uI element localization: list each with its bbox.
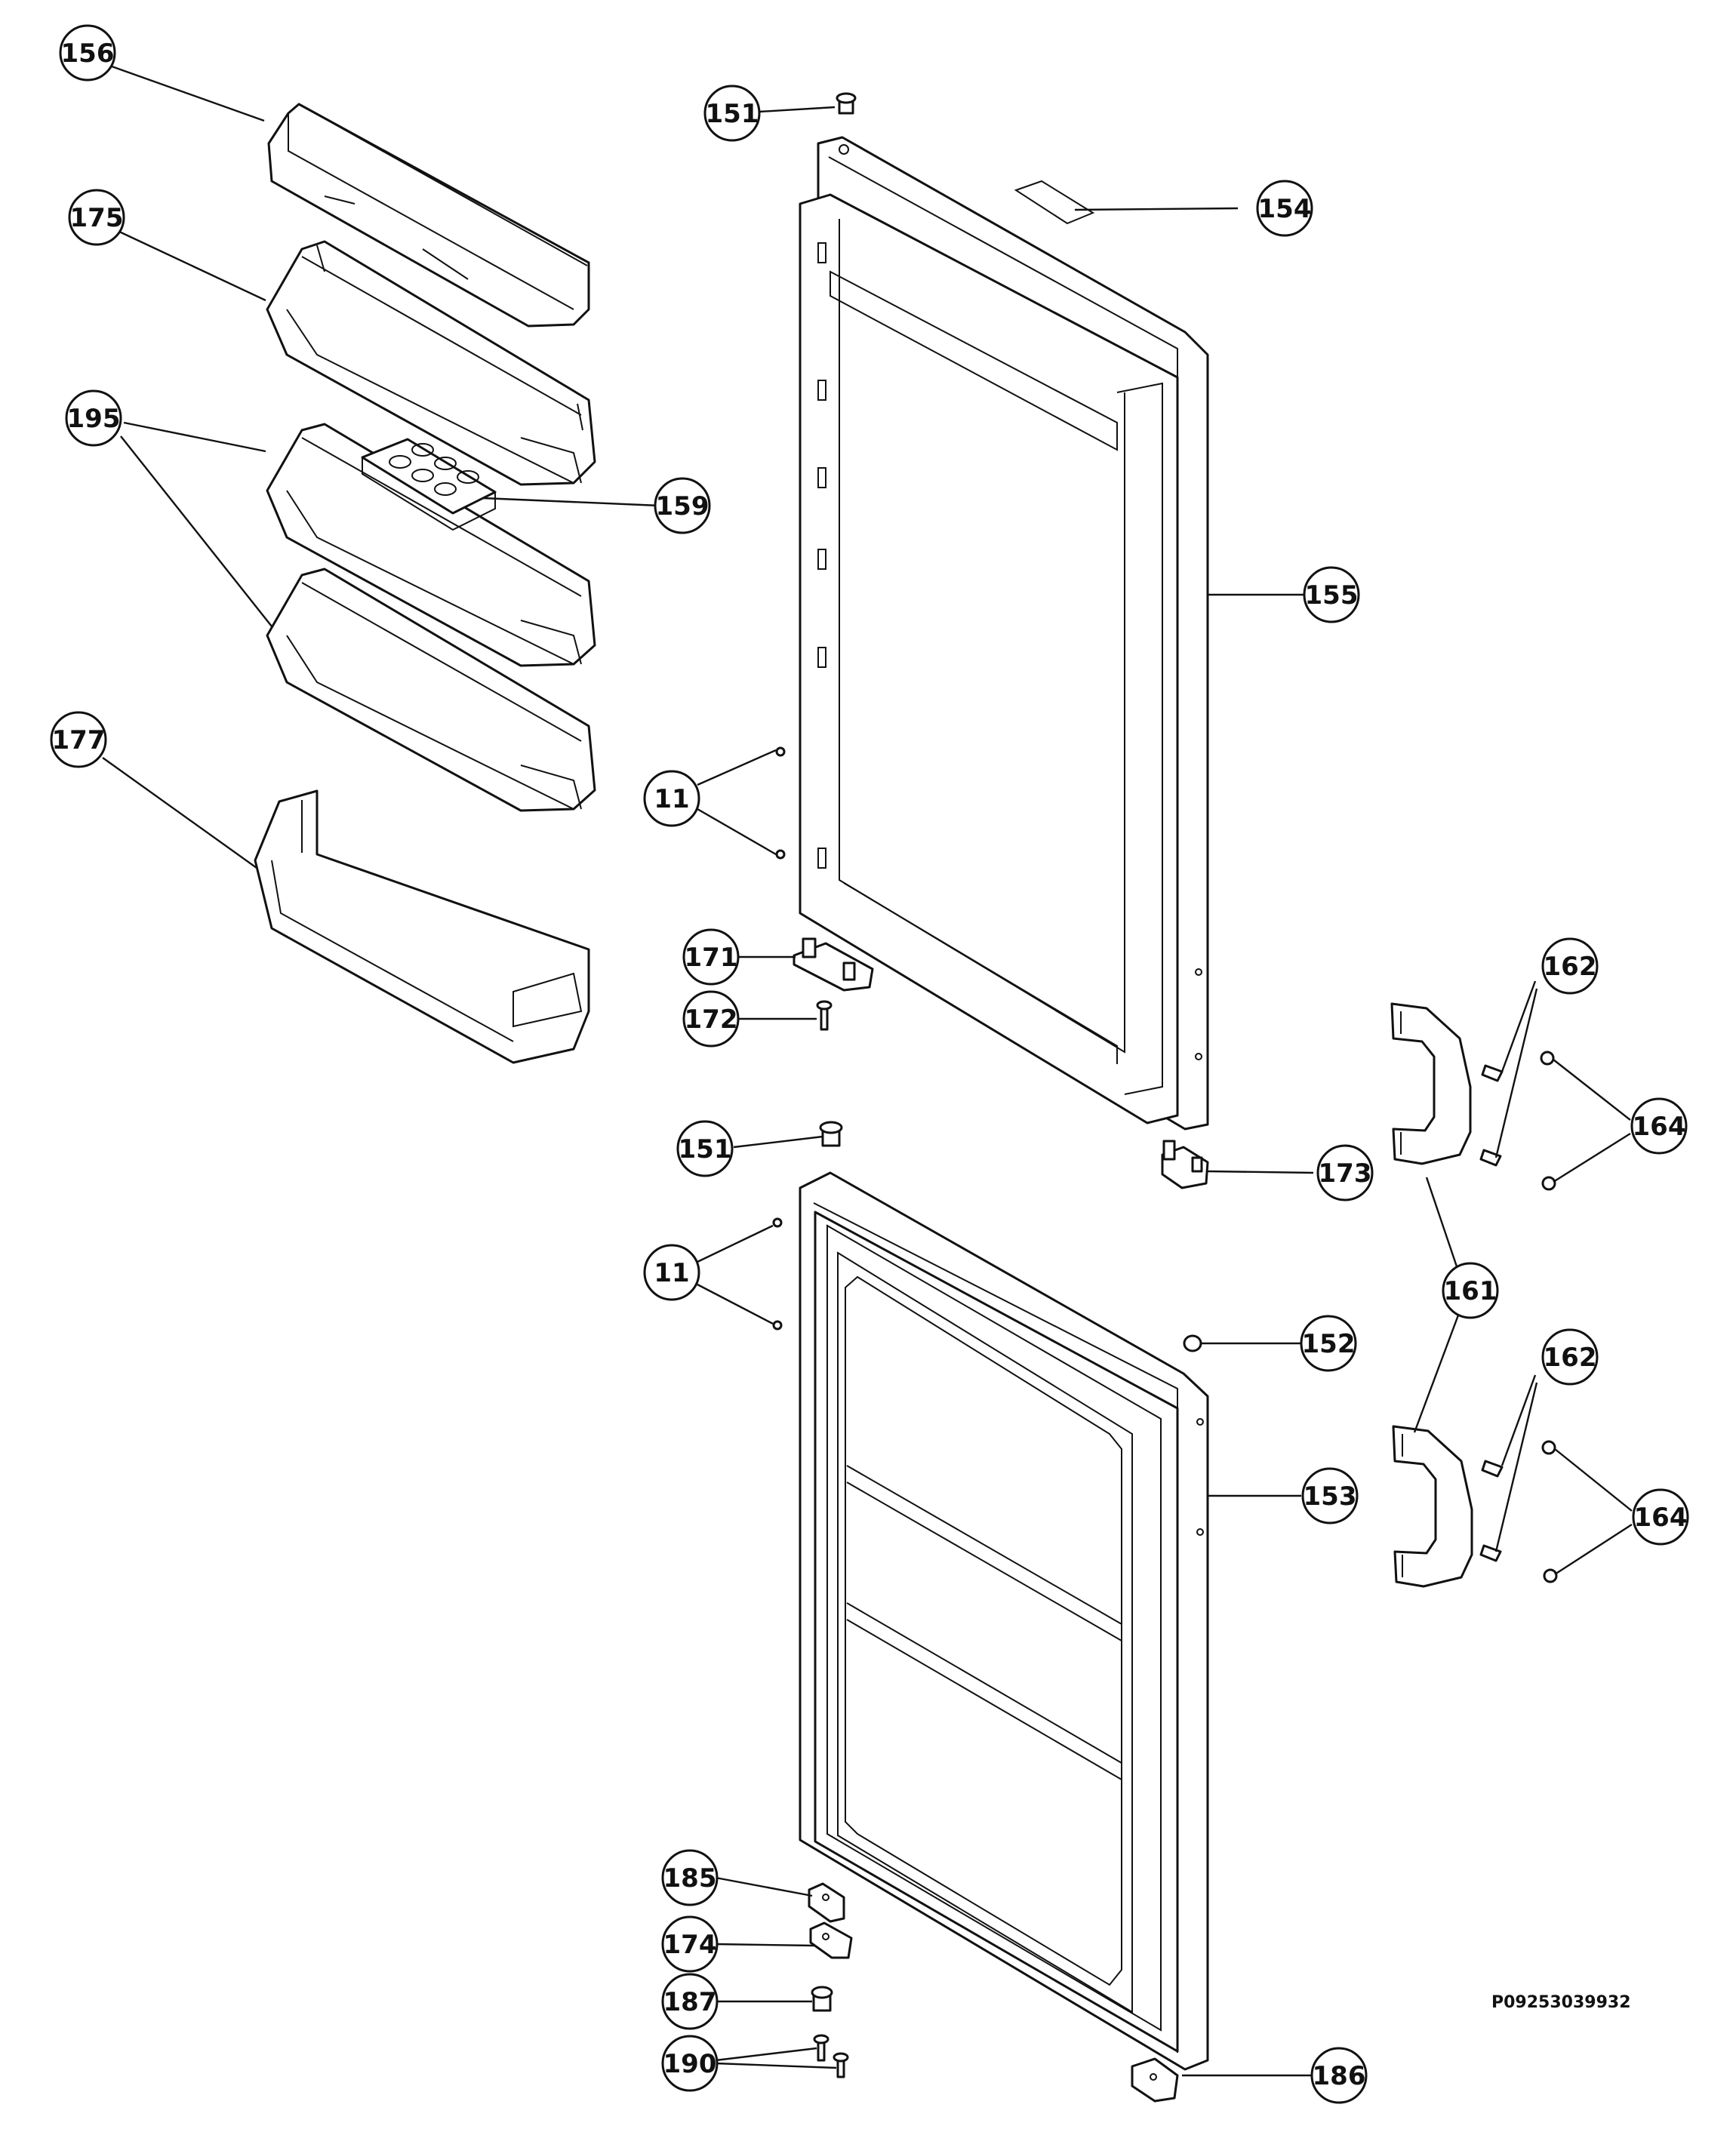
part-187-bushing <box>811 1986 833 2012</box>
svg-text:172: 172 <box>685 1005 738 1035</box>
callout-185: 185 <box>661 1849 719 1906</box>
callout-175: 175 <box>68 189 125 246</box>
svg-text:195: 195 <box>67 404 121 434</box>
callout-11-upper: 11 <box>643 770 700 827</box>
callout-159: 159 <box>654 477 711 534</box>
callout-187: 187 <box>661 1973 719 2030</box>
part-161-handle-lower <box>1392 1425 1473 1588</box>
svg-text:187: 187 <box>663 1987 717 2017</box>
svg-text:174: 174 <box>663 1930 717 1960</box>
svg-text:186: 186 <box>1313 2061 1366 2091</box>
callout-11-lower: 11 <box>643 1244 700 1301</box>
callout-173: 173 <box>1316 1144 1374 1201</box>
callout-172: 172 <box>682 990 740 1048</box>
svg-text:185: 185 <box>663 1863 717 1894</box>
callout-195: 195 <box>65 389 122 447</box>
callout-151-lower: 151 <box>676 1120 734 1177</box>
callout-156: 156 <box>59 24 116 82</box>
part-155-fridge-door <box>799 136 1209 1131</box>
part-195-door-bin-upper <box>266 423 596 667</box>
callout-162-lower: 162 <box>1541 1328 1599 1386</box>
callout-162-upper: 162 <box>1541 937 1599 995</box>
svg-text:162: 162 <box>1544 952 1597 982</box>
part-156-shelf-cover <box>267 103 590 328</box>
part-161-handle-upper <box>1390 1002 1472 1165</box>
part-151-bushing-upper <box>836 92 857 115</box>
svg-text:156: 156 <box>61 38 115 69</box>
svg-text:175: 175 <box>70 203 124 233</box>
svg-text:11: 11 <box>654 784 689 814</box>
part-159-egg-tray <box>361 438 497 531</box>
part-164-cap <box>1540 1051 1558 1583</box>
svg-text:173: 173 <box>1319 1158 1372 1189</box>
callout-155: 155 <box>1303 566 1360 623</box>
part-195-door-bin-lower <box>266 568 596 812</box>
part-171-hinge <box>793 937 874 992</box>
svg-text:177: 177 <box>52 725 106 755</box>
callout-174: 174 <box>661 1915 719 1973</box>
leader-lines <box>102 65 1633 2077</box>
callout-153: 153 <box>1301 1467 1359 1524</box>
callout-164-lower: 164 <box>1632 1488 1689 1546</box>
part-153-freezer-door <box>799 1171 1209 2071</box>
part-11-pin <box>775 746 786 757</box>
callout-151-upper: 151 <box>703 85 761 142</box>
part-186-bracket <box>1131 2057 1179 2103</box>
part-151-bushing-lower <box>819 1121 843 1147</box>
svg-text:153: 153 <box>1304 1481 1357 1512</box>
callout-171: 171 <box>682 928 740 986</box>
callout-177: 177 <box>50 711 107 768</box>
svg-text:164: 164 <box>1633 1112 1686 1142</box>
svg-text:155: 155 <box>1305 580 1359 611</box>
svg-text:164: 164 <box>1634 1503 1688 1533</box>
part-11-pin <box>772 1320 783 1331</box>
callout-164-upper: 164 <box>1630 1097 1688 1155</box>
callout-190: 190 <box>661 2035 719 2092</box>
document-code: P09253039932 <box>1491 1993 1631 2012</box>
part-174-bracket <box>809 1921 853 1959</box>
part-185-bracket <box>808 1882 845 1923</box>
svg-text:151: 151 <box>706 99 759 129</box>
part-11-pin <box>772 1217 783 1228</box>
part-190-screws <box>813 2034 849 2078</box>
part-154-label <box>1014 180 1095 225</box>
svg-text:154: 154 <box>1258 194 1312 224</box>
svg-text:171: 171 <box>685 943 738 973</box>
part-177-bottle-bin <box>254 789 590 1064</box>
part-173-hinge <box>1161 1140 1209 1189</box>
part-162-screw <box>1479 1064 1504 1562</box>
svg-text:161: 161 <box>1444 1276 1497 1306</box>
svg-text:190: 190 <box>663 2049 717 2079</box>
svg-text:11: 11 <box>654 1258 689 1288</box>
callout-186: 186 <box>1310 2047 1368 2104</box>
svg-text:159: 159 <box>656 491 709 521</box>
part-11-pin <box>775 849 786 860</box>
svg-text:162: 162 <box>1544 1343 1597 1373</box>
part-175-door-bin <box>266 240 596 486</box>
svg-text:152: 152 <box>1302 1329 1356 1359</box>
callout-161: 161 <box>1442 1262 1499 1319</box>
part-172-screw <box>816 1000 833 1031</box>
svg-text:151: 151 <box>679 1134 732 1164</box>
callout-154: 154 <box>1256 180 1313 237</box>
callout-152: 152 <box>1300 1315 1357 1372</box>
part-152-cap <box>1183 1334 1202 1352</box>
